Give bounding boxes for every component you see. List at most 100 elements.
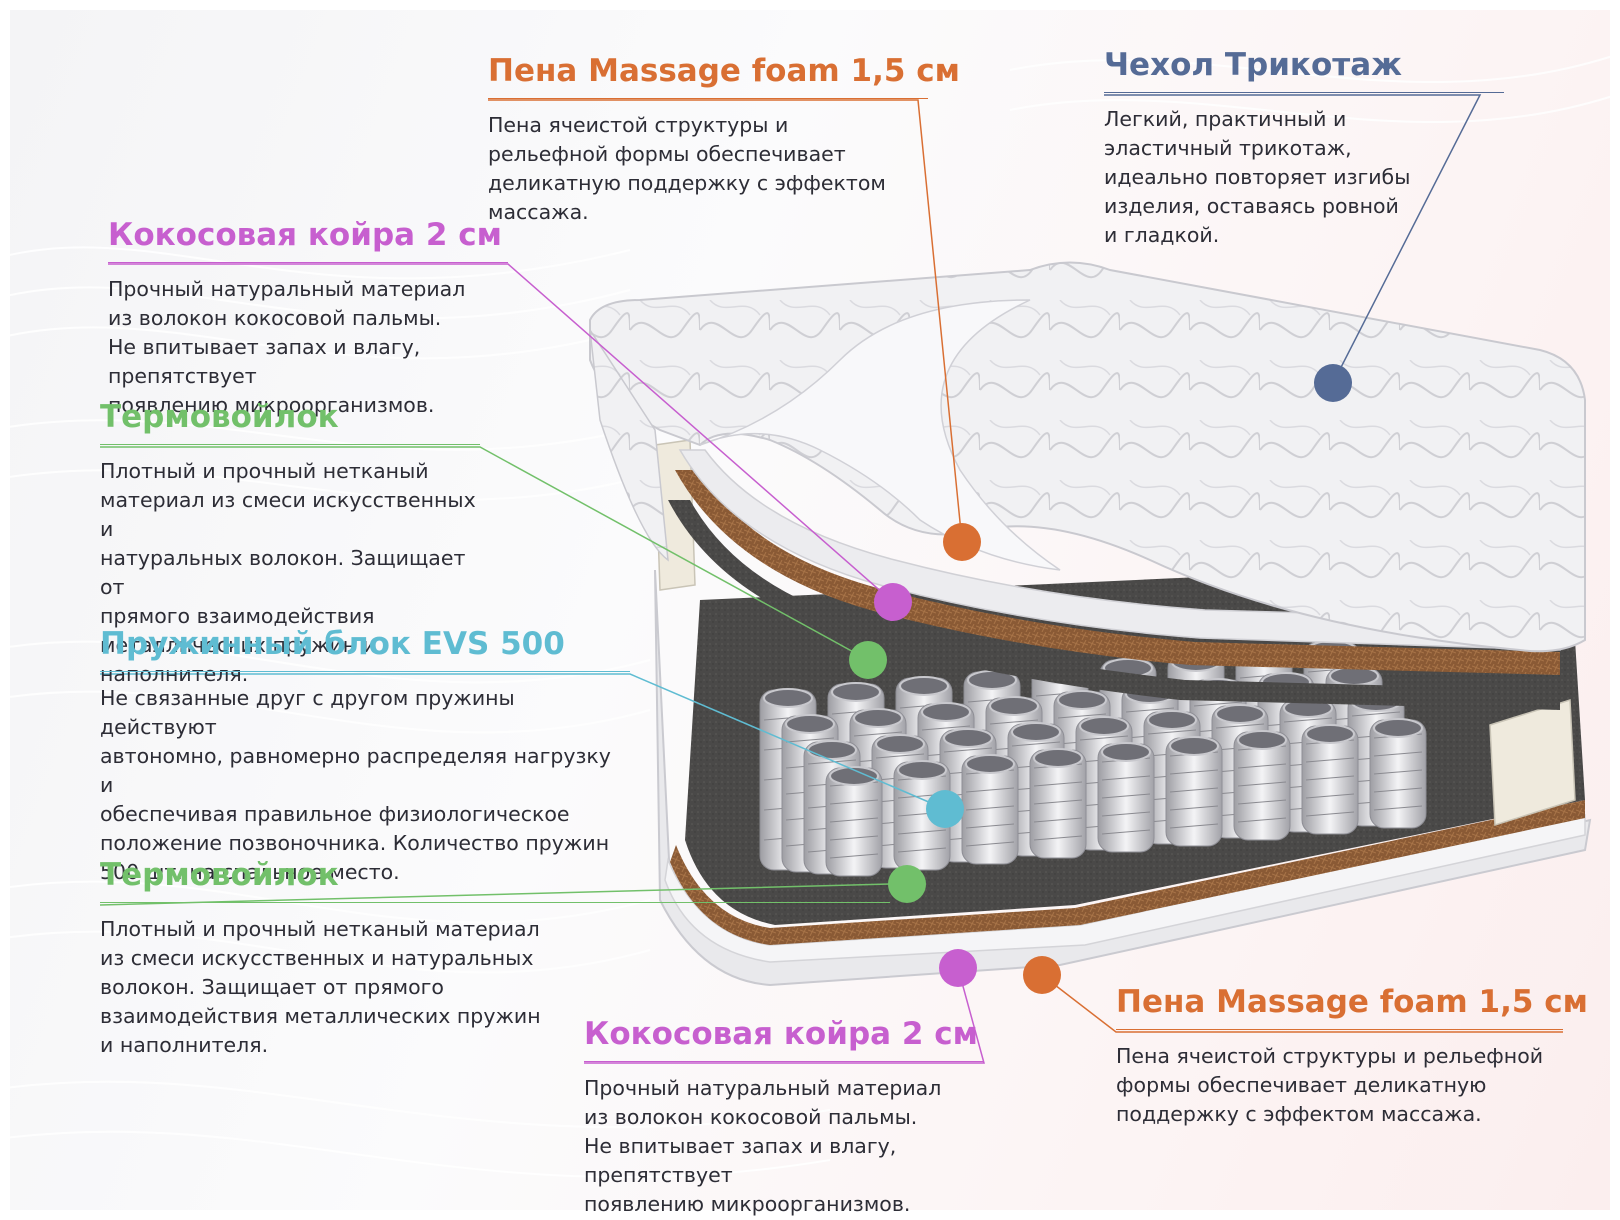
foam-bottom-description: Пена ячеистой структуры и рельефной форм… — [1116, 1044, 1544, 1127]
spring-coil — [965, 841, 1015, 847]
spring-coil — [989, 719, 1039, 725]
spring-coil — [829, 799, 879, 805]
spring-coil — [1033, 817, 1083, 823]
felt-top-description: Плотный и прочный нетканый материал из с… — [100, 459, 476, 687]
spring-coil — [875, 753, 925, 759]
spring-top — [1305, 724, 1355, 744]
spring-top — [1079, 716, 1129, 736]
coir-top-description: Прочный натуральный материал из волокон … — [108, 277, 466, 418]
background-waves — [10, 55, 1610, 1179]
foam-top-callout: Пена Massage foam 1,5 см Пена ячеистой с… — [488, 53, 960, 227]
coir-bottom-description: Прочный натуральный материал из волокон … — [584, 1076, 942, 1217]
spring-coil — [1373, 787, 1423, 793]
spring-coil — [829, 817, 879, 823]
spring-coil — [1237, 817, 1287, 823]
top-felt — [668, 500, 1560, 710]
spring-top — [965, 754, 1015, 774]
spring-coil — [1351, 711, 1401, 717]
spring-top — [1215, 704, 1265, 724]
felt-bottom-underline — [100, 901, 890, 904]
spring-top — [1011, 722, 1061, 742]
spring-coil — [965, 805, 1015, 811]
felt-top-underline — [100, 443, 480, 446]
spring-top — [853, 708, 903, 728]
cover-callout: Чехол Трикотаж Легкий, практичный и элас… — [1104, 47, 1504, 250]
spring-coil — [807, 759, 857, 765]
bottom-foam — [664, 814, 1586, 963]
felt-bottom-title: Термовойлок — [100, 857, 339, 893]
spring-block-callout: Пружинный блок EVS 500 Не связанные друг… — [100, 626, 630, 887]
spring-coil — [1237, 781, 1287, 787]
spring-coil — [829, 853, 879, 859]
spring-coil — [965, 823, 1015, 829]
quilted-cover — [589, 261, 1586, 653]
spring-coil — [1305, 811, 1355, 817]
coir-bottom-marker-dot — [939, 949, 977, 987]
felt-bottom-callout: Термовойлок Плотный и прочный нетканый м… — [100, 857, 890, 1060]
coir-top-leader — [108, 263, 894, 603]
spring-top — [1033, 748, 1083, 768]
foam-bottom-underline — [1116, 1028, 1563, 1031]
foam-top-leader — [488, 99, 963, 543]
spring-coil — [1147, 729, 1197, 735]
mattress — [589, 261, 1592, 987]
spring-block-description: Не связанные друг с другом пружины дейст… — [100, 686, 611, 885]
spring-coil — [1373, 769, 1423, 775]
cover-side — [589, 329, 669, 562]
felt-top-callout: Термовойлок Плотный и прочный нетканый м… — [100, 399, 480, 689]
coir-bottom-title: Кокосовая койра 2 см — [584, 1016, 978, 1052]
spring-coil — [1101, 829, 1151, 835]
top-coir — [675, 470, 1560, 675]
spring-coil — [1373, 751, 1423, 757]
spring-top — [943, 728, 993, 748]
coir-top-title: Кокосовая койра 2 см — [108, 217, 502, 253]
spring-block-title: Пружинный блок EVS 500 — [100, 626, 565, 662]
coir-top-underline — [108, 261, 508, 264]
spring-coil — [829, 835, 879, 841]
spring-top — [899, 676, 949, 696]
felt-top-leader — [100, 446, 869, 661]
spring-coil — [1169, 769, 1219, 775]
spring-coil — [1237, 799, 1287, 805]
coir-bottom-underline — [584, 1060, 984, 1063]
spring-top — [807, 740, 857, 760]
spring-coil — [1033, 799, 1083, 805]
spring-top — [1169, 736, 1219, 756]
spring-top — [829, 766, 879, 786]
cover-marker-dot — [1314, 364, 1352, 402]
spring-coil — [1373, 805, 1423, 811]
foam-top-description: Пена ячеистой структуры и рельефной форм… — [488, 113, 886, 225]
spring-top — [831, 682, 881, 702]
foam-bottom-title: Пена Massage foam 1,5 см — [1116, 984, 1588, 1020]
spring-coil — [1079, 735, 1129, 741]
spring-block-marker-dot — [926, 790, 964, 828]
coir-top-marker-dot — [874, 583, 912, 621]
spring-coil — [1125, 707, 1175, 713]
foam-bottom-leader — [1041, 974, 1563, 1033]
coir-top-callout: Кокосовая койра 2 см Прочный натуральный… — [108, 217, 508, 420]
spring-coil — [1305, 775, 1355, 781]
spring-coil — [1033, 835, 1083, 841]
spring-block — [759, 640, 1427, 877]
spring-top — [1057, 690, 1107, 710]
spring-coil — [1305, 793, 1355, 799]
spring-coil — [1101, 775, 1151, 781]
spring-coil — [1215, 723, 1265, 729]
spring-top — [785, 714, 835, 734]
cover-curl — [699, 299, 1061, 571]
foam-top-marker-dot — [943, 523, 981, 561]
spring-coil — [897, 847, 947, 853]
spring-coil — [1169, 787, 1219, 793]
cover-leader — [1104, 94, 1482, 384]
spring-coil — [1169, 823, 1219, 829]
spring-top — [1101, 742, 1151, 762]
foam-bottom-marker-dot — [1023, 956, 1061, 994]
cover-underline — [1104, 91, 1504, 94]
cover-description: Легкий, практичный и эластичный трикотаж… — [1104, 107, 1411, 248]
spring-coil — [1101, 811, 1151, 817]
spring-block-underline — [100, 670, 630, 673]
spring-coil — [1283, 717, 1333, 723]
spring-coil — [943, 747, 993, 753]
